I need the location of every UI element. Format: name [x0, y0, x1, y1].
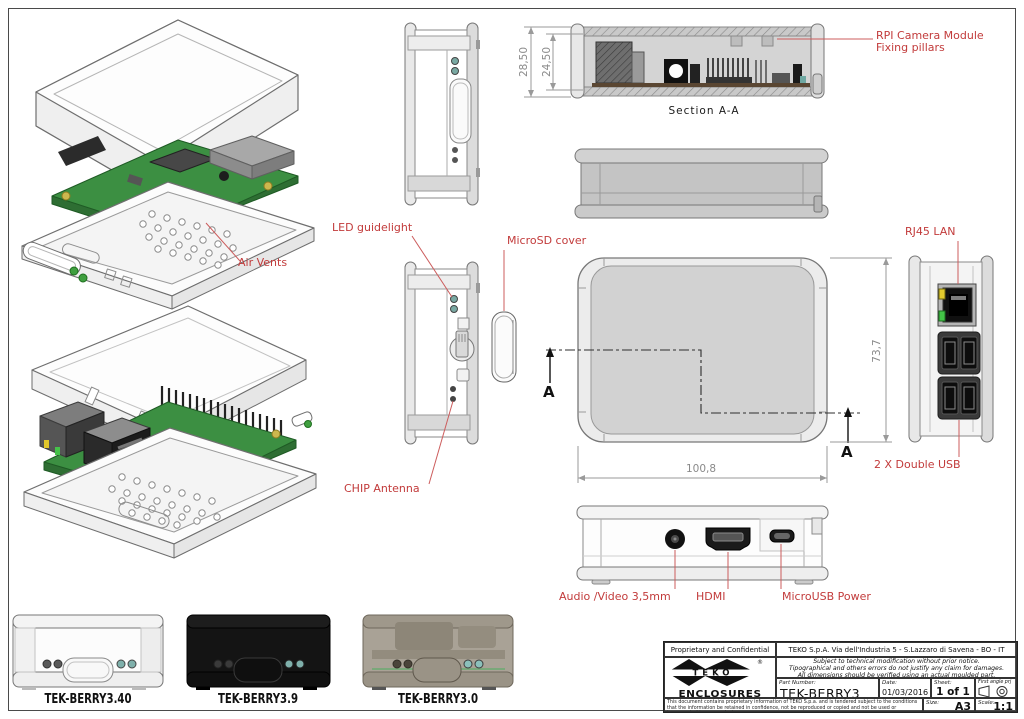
exploded-view-bottom: [23, 305, 317, 559]
dim-100-8: 100,8: [685, 463, 717, 475]
projection-cell: First angle prj: [975, 678, 1017, 698]
width-dimension: [577, 446, 828, 483]
logo-teko-text: TEKO: [692, 669, 733, 679]
dim-73-7: 73,7: [871, 339, 883, 363]
hdmi-label: HDMI: [696, 590, 726, 603]
end-view-ports: [908, 241, 994, 457]
title-block: Proprietary and Confidential TEKO S.p.A.…: [663, 641, 1018, 713]
chip-antenna-label: CHIP Antenna: [344, 482, 420, 495]
variant-label-black: TEK-BERRY3.9: [217, 692, 299, 707]
section-cut-line: [546, 349, 862, 414]
double-usb-label: 2 X Double USB: [874, 458, 961, 471]
part-number-value: TEK-BERRY3: [780, 686, 861, 698]
usb-double-port-1: [937, 331, 981, 375]
company-text: TEKO S.p.A. Via dell'Industria 5 - S.Laz…: [788, 645, 1005, 654]
variant-transparent-case: [362, 614, 514, 690]
camera-fixing-pillar: [761, 35, 774, 47]
notice-line1: Subject to technical modification withou…: [813, 658, 980, 665]
audio-video-label: Audio /Video 3,5mm: [559, 590, 671, 603]
proprietary-cell: Proprietary and Confidential: [664, 642, 776, 657]
variant-black-case: [186, 614, 331, 690]
size-value: A3: [954, 700, 971, 712]
top-view: [546, 257, 892, 483]
dim-28-50: 28,50: [518, 46, 530, 78]
rj45-port: [937, 283, 977, 327]
logo-cell: TEKO ® ENCLOSURES: [664, 657, 776, 698]
sheet-cell: Sheet: 1 of 1: [931, 678, 975, 698]
microusb-power-label: MicroUSB Power: [782, 590, 871, 603]
rpi-camera-line1: RPI Camera Module: [876, 29, 984, 42]
exploded-view-top: [21, 19, 315, 310]
annotation-leaders: [411, 235, 505, 485]
microsd-cover-label: MicroSD cover: [507, 234, 587, 247]
part-number-label: Part Number:: [779, 680, 816, 686]
rpi-camera-label: RPI Camera Module Fixing pillars: [876, 30, 984, 54]
sheet-border: [8, 8, 1016, 711]
scale-label: Scale:: [978, 700, 995, 706]
camera-fixing-pillar: [730, 35, 743, 47]
scale-cell: Scale: 1:1: [975, 698, 1017, 712]
side-view-connector-face: [404, 261, 480, 445]
air-vents-label: Air Vents: [238, 256, 288, 269]
usb-double-port-2: [937, 376, 981, 420]
microsd-cover-piece: [491, 311, 517, 383]
sheet-label: Sheet:: [934, 680, 952, 686]
section-view: [524, 23, 873, 99]
date-cell: Date: 01/03/2016: [879, 678, 931, 698]
scale-value: 1:1: [993, 700, 1013, 712]
depth-dimension: [830, 257, 892, 443]
notice-cell: Subject to technical modification withou…: [776, 657, 1017, 678]
dim-24-50: 24,50: [541, 46, 553, 78]
side-view-front-rotated: [404, 22, 480, 206]
notice-line3: All dimensions should be verified using …: [797, 671, 996, 678]
date-value: 01/03/2016: [882, 688, 929, 697]
size-cell: Size: A3: [923, 698, 975, 712]
logo-enclosures-text: ENCLOSURES: [678, 689, 762, 698]
fine-print-cell: This document contains proprietary infor…: [664, 698, 923, 712]
section-aa-label: Section A-A: [668, 105, 740, 117]
logo-registered-mark: ®: [757, 659, 763, 666]
led-guidelight-dot: [450, 295, 458, 303]
proprietary-text: Proprietary and Confidential: [670, 645, 770, 654]
section-marker-a-right: A: [841, 443, 853, 461]
rj45-led-yellow: [938, 288, 946, 300]
notice-line2: Tipographical and others errors do not j…: [788, 664, 1005, 672]
side-elevation-view: [574, 148, 829, 219]
rj45-lan-label: RJ45 LAN: [905, 225, 956, 238]
section-dimensions: [524, 26, 583, 98]
rj45-led-green: [938, 310, 946, 322]
part-number-cell: Part Number: TEK-BERRY3: [776, 678, 879, 698]
first-angle-projection-icon: [978, 685, 1008, 697]
company-cell: TEKO S.p.A. Via dell'Industria 5 - S.Laz…: [776, 642, 1017, 657]
variant-label-white: TEK-BERRY3.40: [44, 692, 132, 707]
section-marker-a-left: A: [543, 383, 555, 401]
sheet-value: 1 of 1: [936, 686, 970, 698]
size-label: Size:: [926, 700, 940, 706]
front-view-ports: [576, 505, 829, 589]
projection-label: First angle prj: [978, 680, 1012, 685]
led-guidelight-label: LED guidelight: [332, 221, 413, 234]
rpi-camera-line2: Fixing pillars: [876, 41, 945, 54]
variant-label-transparent: TEK-BERRY3.0: [397, 692, 479, 707]
chip-antenna-dot: [450, 386, 456, 392]
teko-logo: TEKO ®: [667, 659, 763, 686]
fine-print-text: This document contains proprietary infor…: [667, 700, 918, 711]
variant-white-case: [12, 614, 164, 690]
date-label: Date:: [882, 680, 897, 686]
